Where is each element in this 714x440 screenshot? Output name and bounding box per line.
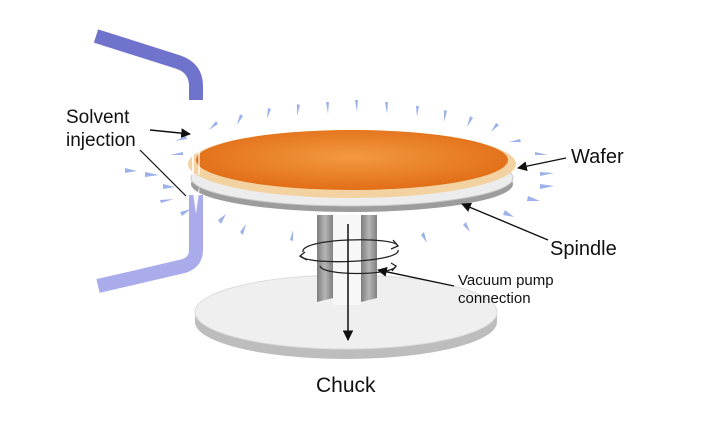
wafer-label: Wafer <box>571 146 624 168</box>
vacuum-label-line2: connection <box>458 290 531 307</box>
solvent-injection-label: Solvent injection <box>66 106 136 152</box>
wafer-pointer-arrow <box>517 157 567 171</box>
spindle-label: Spindle <box>550 238 617 260</box>
spindle-pointer-arrow <box>461 202 549 241</box>
vacuum-pump-label: Vacuum pump connection <box>458 272 554 308</box>
vacuum-pointer-arrow <box>377 267 455 287</box>
solvent-pointer-line <box>139 149 187 197</box>
wafer <box>188 130 516 198</box>
solvent-label-line1: Solvent <box>66 107 130 128</box>
solvent-spray-droplets <box>125 100 554 243</box>
solvent-tube <box>93 29 203 293</box>
chuck-label: Chuck <box>316 374 376 397</box>
vacuum-label-line1: Vacuum pump <box>458 272 554 289</box>
solvent-label-line2: injection <box>66 130 136 151</box>
solvent-pointer-arrow <box>149 128 191 138</box>
spindle-shaft <box>317 215 377 305</box>
